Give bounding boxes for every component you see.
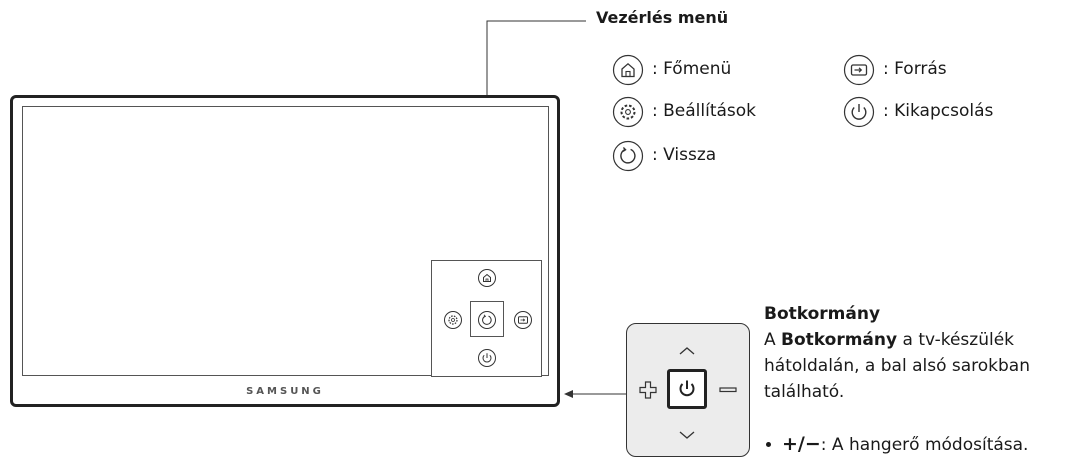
joystick-center-button[interactable] [667, 369, 707, 409]
home-label: : Főmenü [652, 59, 732, 79]
return-icon [612, 140, 644, 172]
tv-brand-logo: SAMSUNG [246, 386, 324, 397]
return-label: : Vissza [652, 145, 717, 165]
joystick-desc-line3: található. [764, 382, 845, 402]
panel-power-icon[interactable] [477, 348, 497, 368]
power-label: : Kikapcsolás [883, 101, 994, 121]
joystick-down-icon[interactable] [677, 429, 697, 441]
panel-return-icon[interactable] [477, 310, 497, 330]
volume-bullet: +/−: A hangerő módosítása. [782, 433, 1029, 455]
power-icon [843, 96, 875, 128]
settings-icon [612, 96, 644, 128]
home-icon [612, 54, 644, 86]
panel-settings-icon[interactable] [443, 310, 463, 330]
joystick-minus-icon[interactable] [718, 386, 738, 394]
panel-source-icon[interactable] [513, 310, 533, 330]
joystick-plus-icon[interactable] [638, 380, 658, 400]
joystick-up-icon[interactable] [677, 345, 697, 357]
source-label: : Forrás [883, 59, 947, 79]
settings-label: : Beállítások [652, 101, 757, 121]
arrow-head-icon [564, 390, 573, 398]
bullet-dot [766, 442, 771, 447]
source-icon [843, 54, 875, 86]
joystick-title: Botkormány [764, 304, 881, 324]
panel-home-icon[interactable] [477, 268, 497, 288]
tv-screen [22, 106, 549, 376]
joystick-desc-line2: hátoldalán, a bal alsó sarokban [764, 356, 1030, 376]
control-menu-title: Vezérlés menü [596, 8, 729, 27]
joystick-desc-line1: A Botkormány a tv-készülék [764, 330, 1015, 350]
joystick-power-icon [679, 380, 695, 397]
